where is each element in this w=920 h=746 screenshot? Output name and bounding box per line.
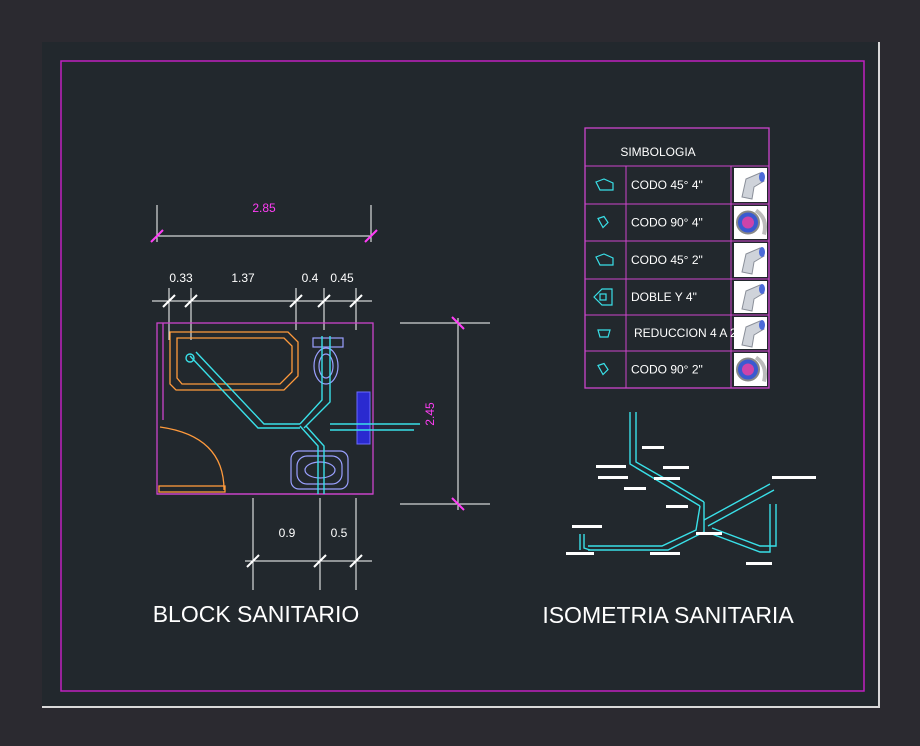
overall-height-dimension [400, 316, 490, 511]
window [356, 391, 371, 445]
overall-height-label: 2.45 [423, 402, 437, 426]
legend-header: SIMBOLOGIA [620, 145, 695, 159]
legend-label: REDUCCION 4 A 2" [634, 326, 741, 340]
room-walls [156, 322, 374, 495]
reducer-icon [597, 329, 611, 338]
dim-1-37: 1.37 [231, 271, 255, 285]
legend-row: CODO 90° 2" [597, 353, 767, 386]
isometric-drawing [579, 412, 777, 553]
drain-pipes [185, 336, 420, 494]
elbow-45-icon [595, 253, 614, 266]
legend-label: CODO 90° 4" [631, 216, 703, 230]
legend-row: REDUCCION 4 A 2" [597, 317, 767, 349]
double-wye-icon [593, 288, 613, 306]
dim-0-9: 0.9 [279, 526, 296, 540]
isometric-labels [566, 446, 816, 565]
legend-label: CODO 45° 4" [631, 178, 703, 192]
toilet [312, 337, 344, 385]
dim-0-33: 0.33 [169, 271, 193, 285]
elbow-90-icon [597, 215, 609, 229]
dim-0-5: 0.5 [331, 526, 348, 540]
fitting-photo [734, 243, 767, 277]
legend-row: CODO 45° 4" [595, 168, 767, 202]
fitting-photo [734, 353, 767, 386]
bottom-segment-dimension [245, 498, 372, 590]
drawing-frame [60, 60, 865, 692]
door [158, 426, 226, 493]
bathtub [169, 331, 299, 391]
legend-rows: CODO 45° 4" CODO 90° 4" CODO 45° 2" DOBLE Y… [593, 168, 767, 386]
legend-row: CODO 45° 2" [595, 243, 767, 277]
sink [290, 450, 349, 490]
legend-row: DOBLE Y 4" [593, 281, 767, 313]
fitting-photo [734, 281, 767, 313]
overall-width-label: 2.85 [252, 201, 276, 215]
floor-plan: 2.85 0.33 1.37 0.4 0.45 [150, 201, 490, 590]
isometric-title: ISOMETRIA SANITARIA [542, 602, 794, 628]
legend-row: CODO 90° 4" [597, 206, 767, 239]
fitting-photo [734, 317, 767, 349]
elbow-45-icon [595, 178, 614, 191]
block-title: BLOCK SANITARIO [153, 601, 360, 627]
overall-width-dimension [150, 205, 378, 243]
dim-0-45: 0.45 [330, 271, 354, 285]
fitting-photo [734, 206, 767, 239]
legend-label: CODO 90° 2" [631, 363, 703, 377]
dim-0-4: 0.4 [302, 271, 319, 285]
fitting-photo [734, 168, 767, 202]
legend-label: DOBLE Y 4" [631, 290, 697, 304]
legend-table: SIMBOLOGIA [584, 127, 770, 389]
legend-label: CODO 45° 2" [631, 253, 703, 267]
elbow-90-icon [597, 362, 609, 376]
